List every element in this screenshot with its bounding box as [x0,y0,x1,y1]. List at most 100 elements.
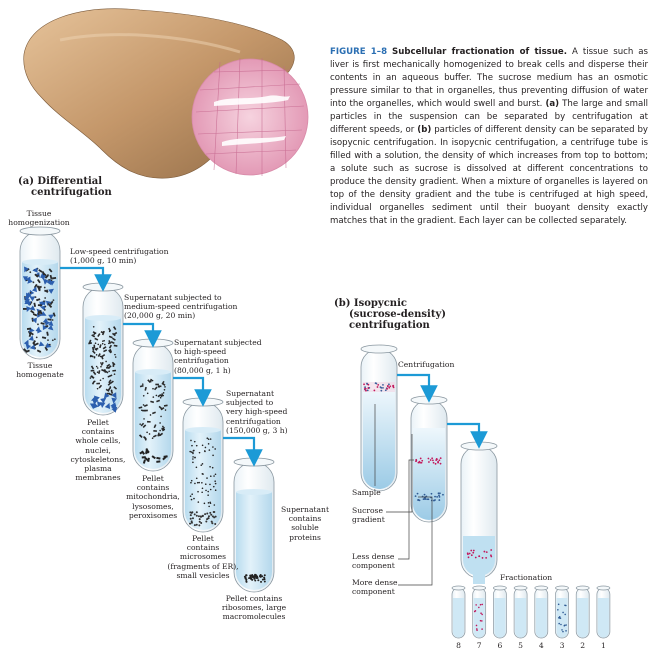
label-line: contains [136,483,170,493]
gradient-tube-centrifuged [410,395,448,523]
label-line: membranes [75,473,121,483]
gradient-tube-sample [360,344,398,492]
fraction-tubes [451,585,611,639]
label-line: Tissue [26,209,52,218]
label-less-dense: Less dense component [352,552,395,570]
panel-a-arrows [60,266,263,467]
label-pellet1: Pellet contains whole cells, nuclei, cyt… [60,418,136,482]
label-line: lysosomes, [132,501,174,511]
label-line: Sucrose [352,506,383,515]
label-step4: Supernatant subjected to very high-speed… [226,389,288,435]
caption-text-1: A tissue such as liver is first mechanic… [330,47,649,109]
caption-part-a: (a) [545,99,560,109]
panel-b-heading: (b) Isopycnic (sucrose-density) centrifu… [334,298,446,331]
tissue-cells-illustration [191,57,309,176]
fraction-number: 3 [559,641,565,650]
fraction-number: 8 [456,641,461,650]
label-line: component [352,587,395,597]
label-sample: Sample [352,488,381,497]
panel-b-heading-line: (b) Isopycnic [334,298,407,309]
panel-a-tubes [19,226,275,593]
label-supernatant-final: Supernatant contains soluble proteins [270,505,340,542]
label-step3: Supernatant subjected to high-speed cent… [174,338,262,375]
figure-label: FIGURE 1–8 [330,47,388,57]
label-line: Pellet [142,474,164,483]
tube-5 [233,457,275,593]
label-line: peroxisomes [128,510,178,520]
label-line: subjected to [226,398,274,408]
label-pellet2: Pellet contains mitochondria, lysosomes,… [118,474,188,520]
label-line: (20,000 g, 20 min) [124,311,196,321]
label-line: Supernatant subjected [174,338,262,347]
panel-b-heading-line: centrifugation [349,320,430,331]
caption-part-b: (b) [417,125,432,135]
label-line: soluble [291,523,319,533]
label-step2: Supernatant subjected to medium-speed ce… [124,293,237,321]
fraction-number: 2 [580,641,586,650]
label-line: whole cells, [75,436,121,446]
label-line: cytoskeletons, [70,454,126,464]
caption-text-2: The large and small particles in the sus… [330,99,649,135]
figure-title: Subcellular fractionation of tissue. [392,47,568,57]
label-line: (80,000 g, 1 h) [174,365,231,375]
fraction-tube [575,585,590,639]
label-line: More dense [352,578,398,587]
figure-caption: FIGURE 1–8 Subcellular fractionation of … [330,46,648,228]
label-line: microsomes [179,552,227,562]
label-line: centrifugation [174,356,229,366]
label-line: Pellet [87,418,109,427]
label-line: centrifugation [226,416,281,426]
label-line: plasma [84,464,112,474]
label-sucrose-gradient: Sucrose gradient [352,506,385,524]
panel-a-heading-line2: centrifugation [31,187,112,198]
panel-b-heading-line: (sucrose-density) [349,309,447,320]
gradient-tube-collection [460,441,498,584]
fraction-number: 6 [497,641,503,650]
label-line: macromolecules [222,612,286,622]
label-line: Pellet contains [225,594,283,603]
label-line: contains [186,543,220,553]
panel-b-tubes [360,344,611,639]
fraction-number: 1 [600,641,606,650]
label-line: Less dense [352,552,395,561]
label-line: Pellet [192,534,214,543]
label-line: medium-speed centrifugation [124,302,238,312]
label-line: proteins [289,532,321,542]
tube-3 [132,338,174,472]
fraction-tube [493,585,507,639]
label-line: Tissue [27,361,53,370]
label-step1: Low-speed centrifugation (1,000 g, 10 mi… [70,247,168,265]
label-line: contains [288,514,322,524]
label-line: to high-speed [174,347,227,357]
label-line: Supernatant [226,389,275,398]
label-line: very high-speed [226,407,288,417]
fraction-tube [451,585,466,639]
tube-2 [82,282,124,416]
tube-1 [19,226,61,360]
label-more-dense: More dense component [352,578,398,596]
fraction-tube [596,585,611,639]
label-tissue-homogenization: Tissue homogenization [6,209,72,227]
fraction-tube [513,585,528,639]
fraction-number: 4 [538,641,544,650]
label-fractionation: Fractionation [500,573,553,582]
label-line: (fragments of ER), [167,561,239,571]
label-line: Supernatant subjected to [124,293,222,302]
panel-b-arrows [397,373,488,449]
label-line: ribosomes, large [221,603,287,613]
label-pellet4: Pellet contains ribosomes, large macromo… [214,594,294,622]
fraction-number: 7 [476,641,482,650]
label-tissue-homogenate: Tissue homogenate [8,361,72,379]
label-line: (1,000 g, 10 min) [70,256,137,266]
label-line: component [352,561,395,571]
caption-text-3: particles of different density can be se… [330,125,649,226]
label-line: (150,000 g, 3 h) [226,425,288,435]
label-line: homogenate [16,370,64,380]
label-line: small vesicles [176,570,230,580]
label-line: Supernatant [280,505,330,514]
label-centrifugation: Centrifugation [398,360,455,369]
label-pellet3: Pellet contains microsomes (fragments of… [160,534,246,580]
panel-b-leader-lines [374,404,433,586]
label-line: nuclei, [85,445,111,455]
